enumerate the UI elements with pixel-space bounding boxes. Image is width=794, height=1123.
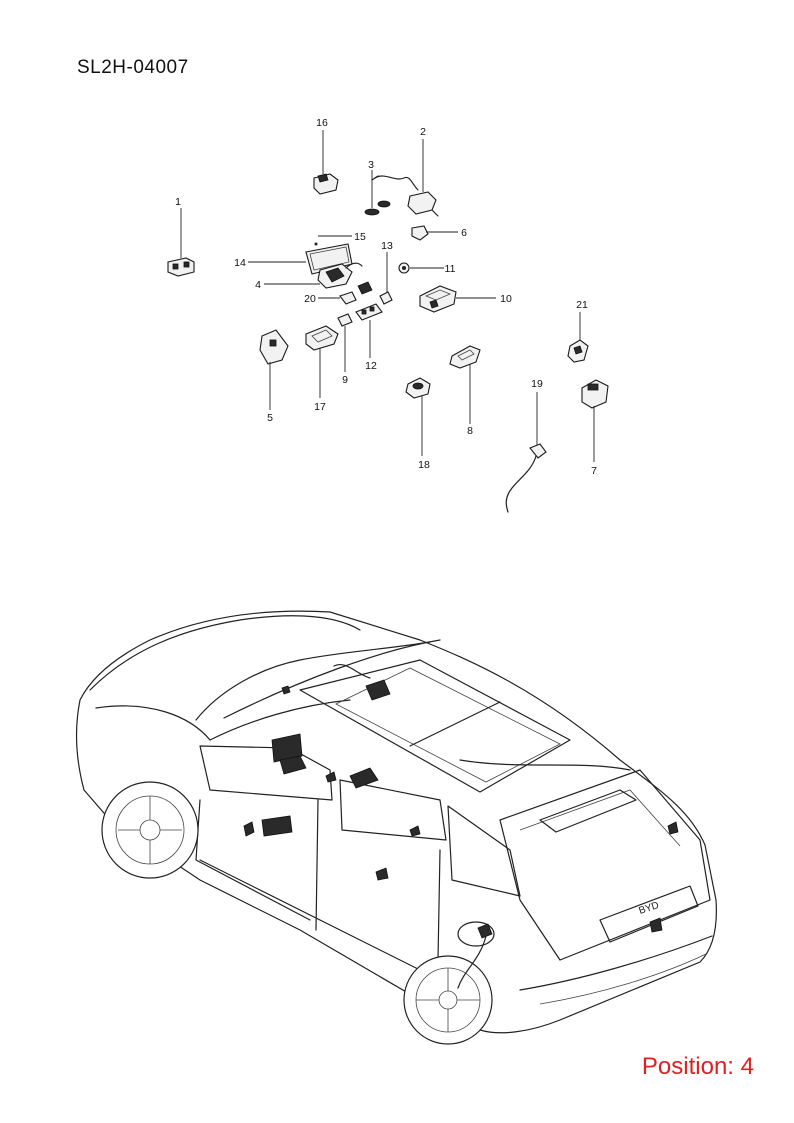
position-label: Position: 4 — [641, 1053, 754, 1080]
part-11 — [398, 262, 444, 274]
part-17 — [305, 325, 339, 398]
callout-17: 17 — [314, 401, 326, 413]
part-20 — [318, 281, 373, 305]
part-10 — [419, 285, 496, 313]
part-13 — [379, 252, 393, 305]
part-2 — [371, 139, 439, 217]
callout-labels: 1 2 3 4 5 6 7 8 9 10 11 12 13 14 15 16 1… — [175, 117, 597, 477]
callout-21: 21 — [576, 299, 588, 311]
callout-15: 15 — [354, 231, 366, 243]
part-6 — [411, 225, 458, 241]
callout-20: 20 — [304, 293, 316, 305]
part-5 — [259, 329, 289, 410]
callout-16: 16 — [316, 117, 328, 129]
part-12 — [355, 303, 383, 358]
part-18 — [405, 377, 431, 456]
callout-3: 3 — [368, 159, 374, 171]
callout-5: 5 — [267, 412, 273, 424]
document-code: SL2H-04007 — [77, 57, 189, 78]
vehicle-illustration: BYD — [75, 610, 717, 1045]
callout-1: 1 — [175, 196, 181, 208]
part-21 — [567, 312, 589, 363]
part-16 — [313, 130, 339, 195]
part-7 — [581, 379, 609, 462]
callout-7: 7 — [591, 465, 597, 477]
callout-10: 10 — [500, 293, 512, 305]
callout-19: 19 — [531, 378, 543, 390]
part-1 — [167, 208, 195, 277]
callout-13: 13 — [381, 240, 393, 252]
part-9 — [337, 313, 353, 372]
callout-2: 2 — [420, 126, 426, 138]
callout-8: 8 — [467, 425, 473, 437]
part-4 — [264, 262, 363, 289]
callout-6: 6 — [461, 227, 467, 239]
callout-11: 11 — [445, 263, 456, 275]
callout-9: 9 — [342, 374, 348, 386]
callout-14: 14 — [234, 257, 246, 269]
part-3 — [364, 170, 391, 216]
part-8 — [449, 345, 481, 424]
callout-4: 4 — [255, 279, 261, 291]
callout-12: 12 — [365, 360, 377, 372]
callout-18: 18 — [418, 459, 430, 471]
part-19 — [505, 392, 547, 513]
